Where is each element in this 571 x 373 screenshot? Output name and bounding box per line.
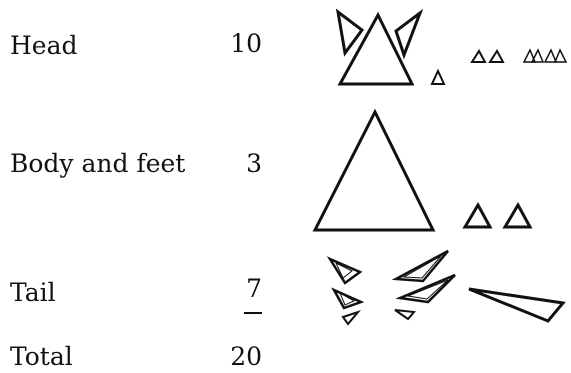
head-ear-left-triangle: [335, 8, 365, 57]
row-label-tail: Tail: [10, 278, 56, 307]
row-label-total: Total: [10, 342, 73, 371]
tail-triangle-left-1: [326, 256, 363, 285]
head-whisker-triangle-1: [522, 48, 537, 63]
tail-triangle-middle-3: [394, 309, 416, 321]
row-label-body-and-feet: Body and feet: [10, 149, 186, 178]
head-whisker-triangle-2: [530, 48, 545, 63]
row-count-head: 10: [230, 29, 262, 58]
row-count-body-and-feet: 3: [246, 149, 262, 178]
head-triangles: [335, 8, 568, 86]
body-triangle: [312, 108, 436, 232]
head-whisker-triangle-3: [543, 48, 558, 63]
tail-triangles: [326, 249, 566, 326]
head-eye-triangle-2: [488, 49, 505, 63]
head-main-triangle: [337, 11, 415, 86]
tail-triangle-middle-2: [395, 273, 456, 304]
row-count-total: 20: [230, 342, 262, 371]
head-eye-triangle-1: [470, 49, 487, 63]
tail-triangle-middle-1: [391, 249, 449, 283]
head-nose-triangle: [430, 68, 446, 85]
foot-triangle-right: [502, 201, 533, 229]
head-whisker-triangle-4: [553, 48, 568, 63]
row-label-head: Head: [10, 31, 78, 60]
tail-triangle-left-2: [331, 287, 365, 310]
tail-triangle-left-3: [341, 309, 362, 326]
tail-triangle-long: [468, 287, 566, 323]
foot-triangle-left: [462, 201, 493, 229]
sum-underline: [244, 312, 262, 314]
row-count-tail: 7: [246, 274, 262, 303]
head-ear-right-triangle: [394, 8, 424, 60]
body-and-feet-triangles: [312, 108, 533, 232]
